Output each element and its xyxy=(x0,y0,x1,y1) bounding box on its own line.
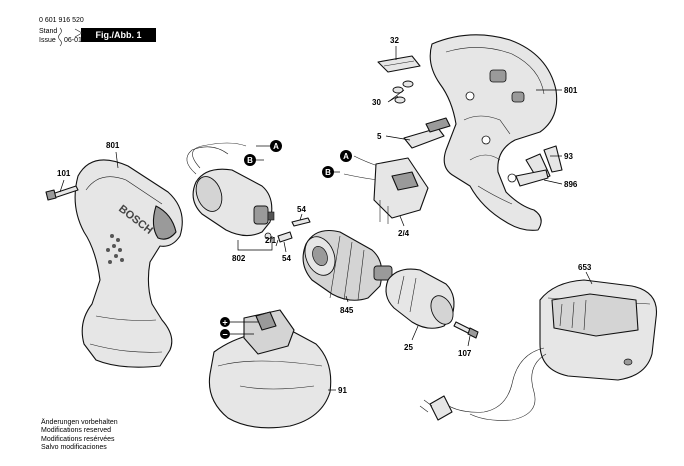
screw-part-54-bottom xyxy=(277,231,293,243)
wire-markers: A B A B xyxy=(244,140,352,178)
svg-text:+: + xyxy=(222,318,227,328)
label-54-top: 54 xyxy=(297,205,306,214)
left-housing-half: BOSCH xyxy=(74,159,183,368)
label-101: 101 xyxy=(57,169,71,178)
label-802: 802 xyxy=(232,254,246,263)
part-number: 0 601 916 520 xyxy=(39,17,84,24)
battery-part-91 xyxy=(208,309,332,429)
issue-label: Issue xyxy=(39,37,56,44)
footer-line: Salvo modificaciones xyxy=(41,444,107,452)
springs-part-30 xyxy=(392,80,414,104)
label-2-4: 2/4 xyxy=(398,229,410,238)
stand-label: Stand xyxy=(39,28,58,35)
marker-a-motor: A xyxy=(270,140,282,152)
label-653: 653 xyxy=(578,263,592,272)
switch-part-2-4 xyxy=(343,155,429,224)
label-845: 845 xyxy=(340,306,354,315)
chuck-part-25 xyxy=(385,268,455,329)
marker-b-switch: B xyxy=(322,166,334,178)
label-30: 30 xyxy=(372,98,381,107)
svg-text:A: A xyxy=(273,142,279,151)
svg-text:−: − xyxy=(222,330,227,340)
gearbox-part-845 xyxy=(302,229,393,301)
footer-line: Änderungen vorbehalten xyxy=(41,419,118,426)
minus-terminal-marker: − xyxy=(220,329,230,340)
label-801-right: 801 xyxy=(564,86,578,95)
screw-part-101 xyxy=(45,185,79,201)
washer-part-2-1 xyxy=(264,232,272,240)
svg-text:A: A xyxy=(343,152,349,161)
label-32: 32 xyxy=(390,36,399,45)
label-5: 5 xyxy=(377,132,382,141)
screw-part-54-top xyxy=(291,217,311,227)
header-scribble xyxy=(58,27,83,47)
label-54-bottom: 54 xyxy=(282,254,291,263)
marker-a-switch: A xyxy=(340,150,352,162)
plus-terminal-marker: + xyxy=(220,317,230,328)
battery-polarity: + − xyxy=(220,317,258,340)
label-801-left: 801 xyxy=(106,141,120,150)
svg-text:B: B xyxy=(325,168,331,177)
label-896: 896 xyxy=(564,180,578,189)
issue-value: 06-01-25 xyxy=(64,37,93,44)
marker-b-motor: B xyxy=(244,154,256,166)
part-labels: 32 30 5 801 93 896 801 101 54 2/1 54 802… xyxy=(57,36,592,395)
switch-slider-part-5 xyxy=(403,117,451,149)
label-107: 107 xyxy=(458,349,472,358)
figure-title: Fig./Abb. 1 xyxy=(81,28,156,42)
motor-part-802 xyxy=(186,142,275,237)
right-housing-half xyxy=(429,34,558,231)
charger-part-653 xyxy=(419,279,658,421)
clip-part-32 xyxy=(377,55,421,73)
vent-grille xyxy=(106,234,124,264)
footer-line: Modifications reserved xyxy=(41,427,112,435)
footer-notes: Änderungen vorbehalten Modifications res… xyxy=(41,419,118,453)
belt-clip-part-896 xyxy=(515,169,549,187)
screw-part-107 xyxy=(453,321,479,339)
label-91: 91 xyxy=(338,386,347,395)
label-25: 25 xyxy=(404,343,413,352)
footer-line: Modifications resérvées xyxy=(41,435,115,443)
label-93: 93 xyxy=(564,152,573,161)
label-2-1: 2/1 xyxy=(265,236,277,245)
svg-text:B: B xyxy=(247,156,253,165)
